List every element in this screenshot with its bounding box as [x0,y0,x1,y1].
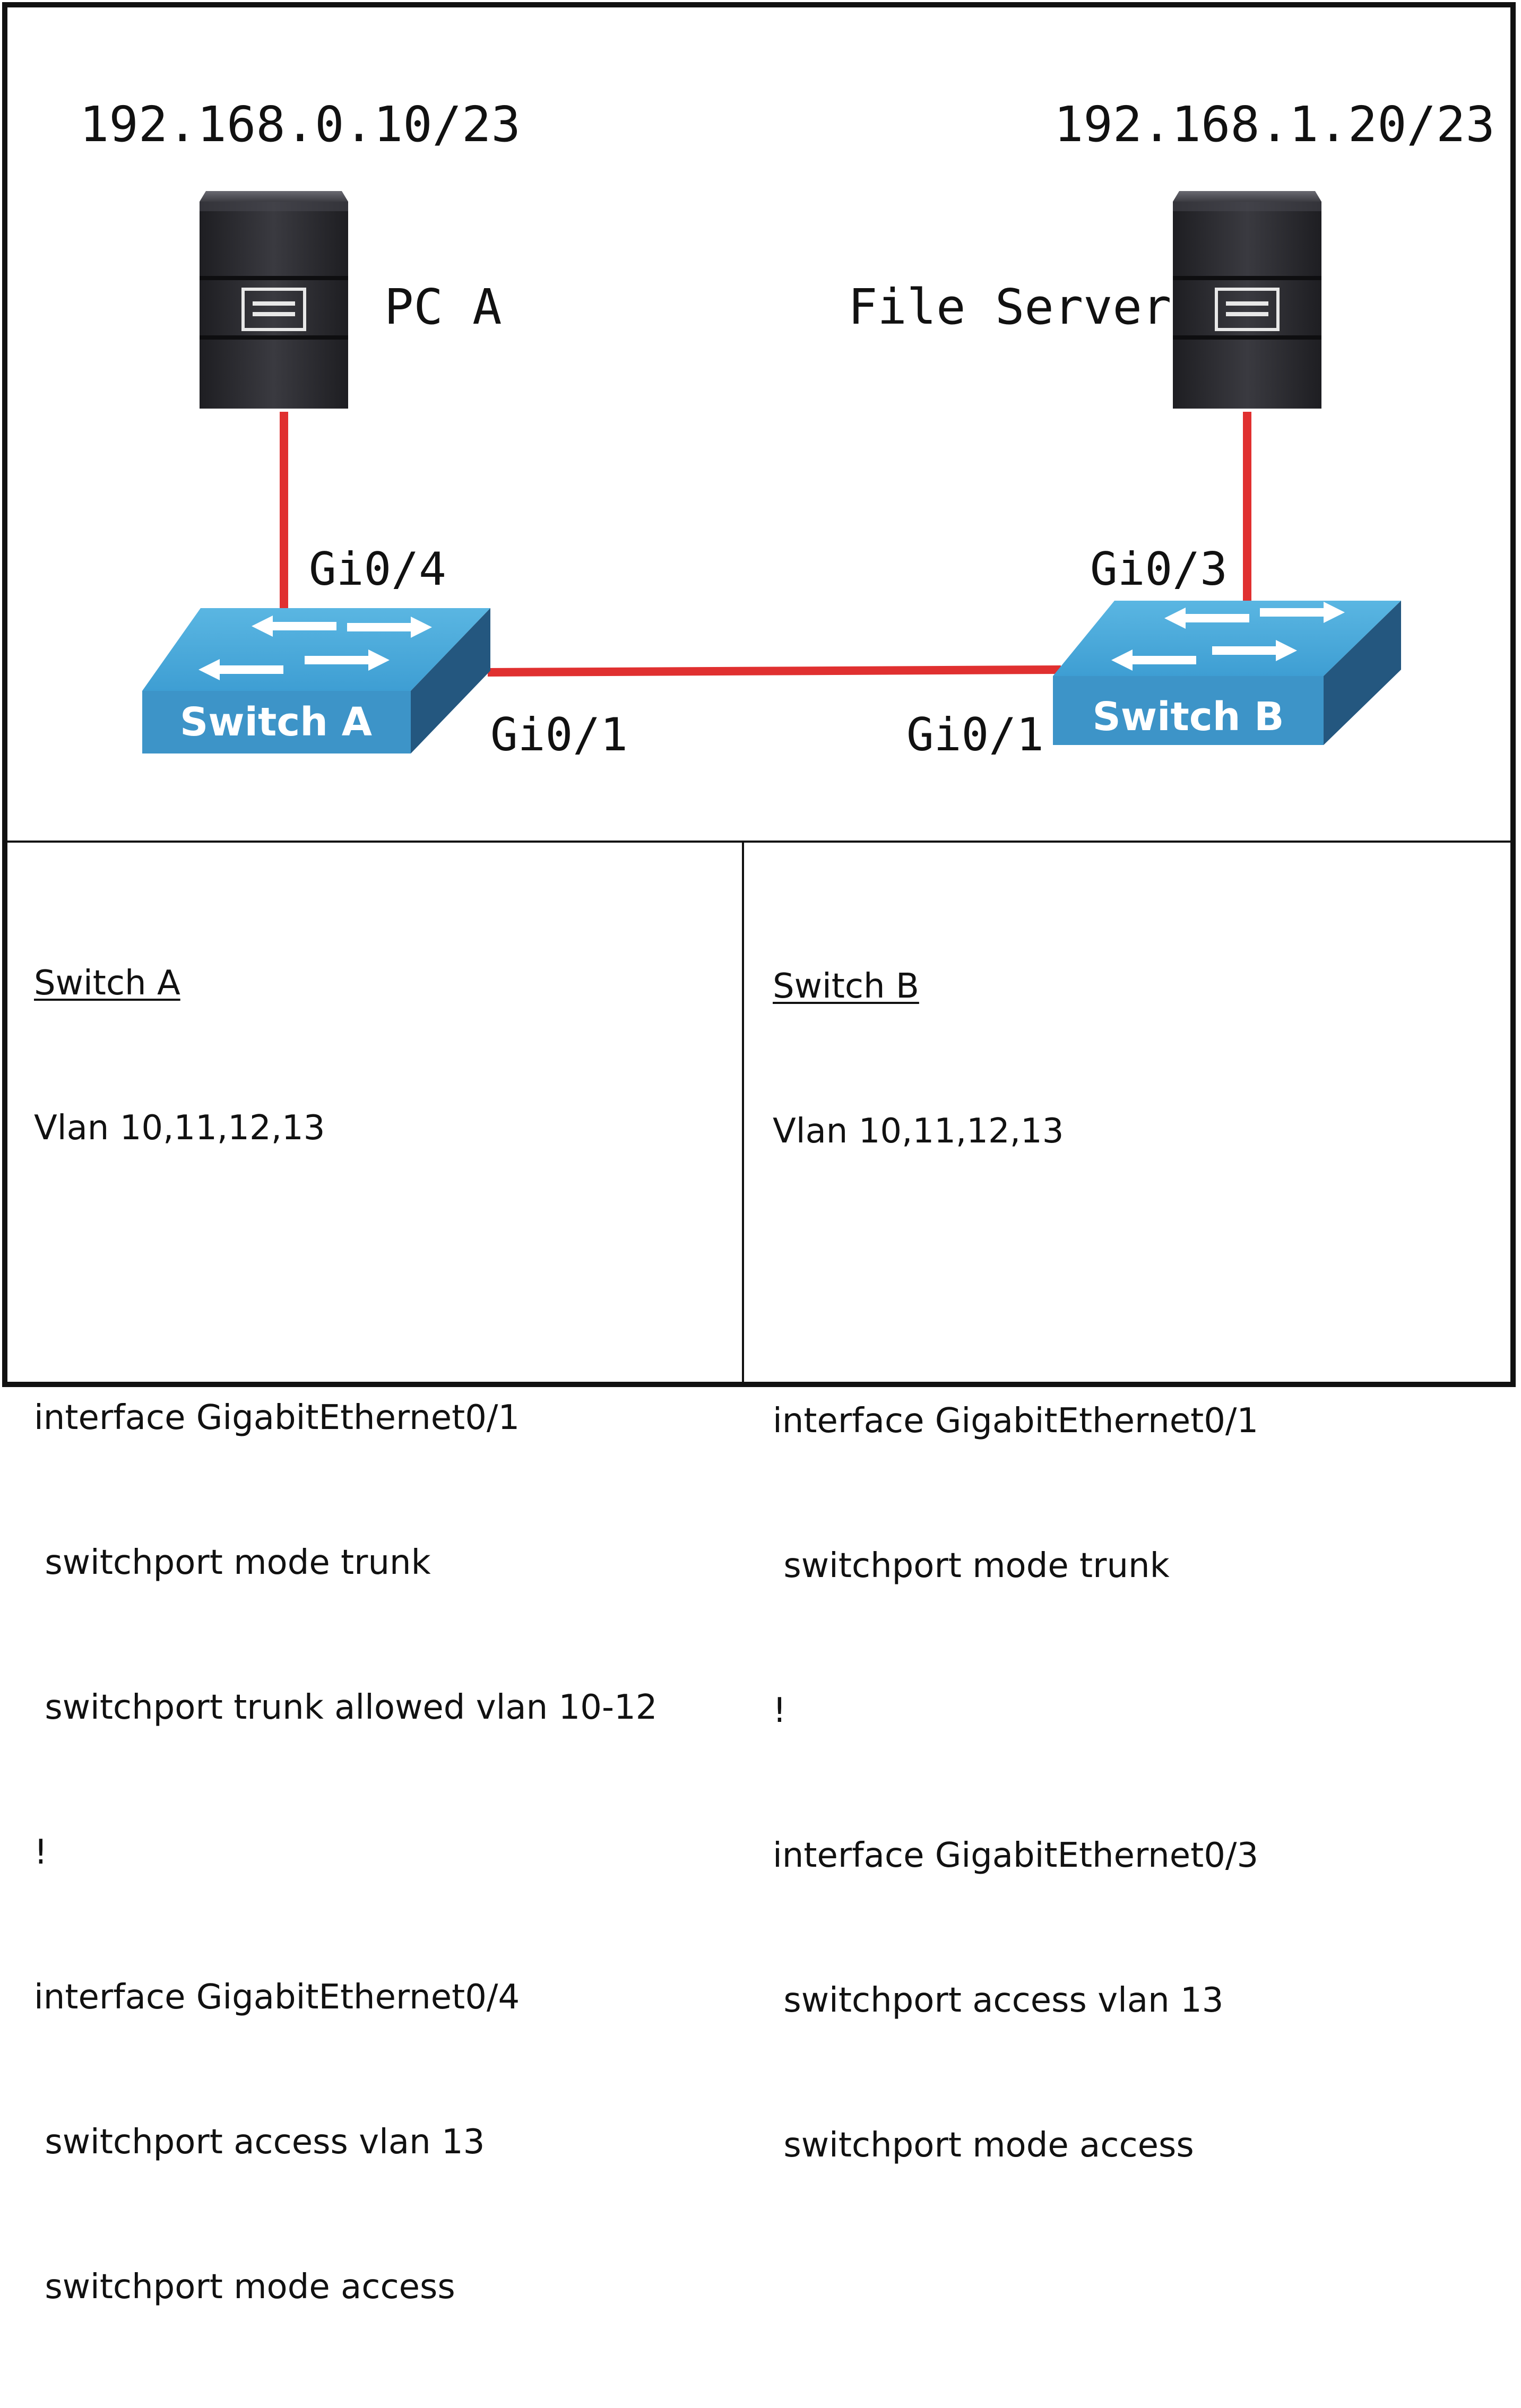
pc-a-label: PC A [384,279,502,335]
config-line [34,1249,742,1297]
switch-a-port-gi0-1: Gi0/1 [490,708,628,761]
config-line: interface GigabitEthernet0/1 [773,1401,1259,1441]
config-line: switchport access vlan 13 [34,2123,485,2162]
horizontal-divider [7,841,1510,843]
pc-a-ip: 192.168.0.10/23 [80,96,521,153]
config-line [773,1252,1510,1301]
config-line: switchport mode access [773,2126,1194,2165]
network-topology: Switch A Switch B 192.168.0.10/23 192.16… [80,96,1495,761]
switch-b-label: Switch B [1092,694,1284,740]
switch-b-config-panel: Switch B Vlan 10,11,12,13 interface Giga… [744,843,1510,2165]
config-line: Vlan 10,11,12,13 [34,1108,325,1148]
switch-b-port-gi0-1: Gi0/1 [906,708,1044,761]
file-server-ip: 192.168.1.20/23 [1054,96,1495,153]
config-line: switchport mode access [34,2267,455,2307]
switch-a-label: Switch A [180,699,372,745]
switch-b-icon: Switch B [1053,601,1401,745]
config-line: ! [773,1691,787,1730]
config-line: switchport trunk allowed vlan 10-12 [34,1688,658,1727]
config-line: interface GigabitEthernet0/1 [34,1398,520,1437]
switch-a-port-gi0-4: Gi0/4 [309,543,446,596]
config-line: interface GigabitEthernet0/3 [773,1836,1259,1875]
switch-b-port-gi0-3: Gi0/3 [1090,543,1228,596]
pc-a-icon [200,191,348,409]
switch-a-config-title: Switch A [34,964,180,1003]
config-line: switchport access vlan 13 [773,1981,1224,2020]
diagram-frame: Switch A Switch B 192.168.0.10/23 192.16… [2,2,1516,2307]
config-line: ! [34,1833,48,1872]
config-line: Vlan 10,11,12,13 [773,1112,1064,1151]
config-line: interface GigabitEthernet0/4 [34,1978,520,2017]
config-line: switchport mode trunk [773,1546,1170,1586]
link-switch-a-to-switch-b [487,665,1061,677]
config-line: switchport mode trunk [34,1543,431,1582]
file-server-icon [1173,191,1321,409]
switch-a-icon: Switch A [142,608,490,753]
switch-b-config-title: Switch B [773,967,919,1006]
file-server-label: File Server [848,279,1171,335]
switch-a-config-panel: Switch A Vlan 10,11,12,13 interface Giga… [7,843,742,2307]
vertical-divider [742,843,744,1382]
